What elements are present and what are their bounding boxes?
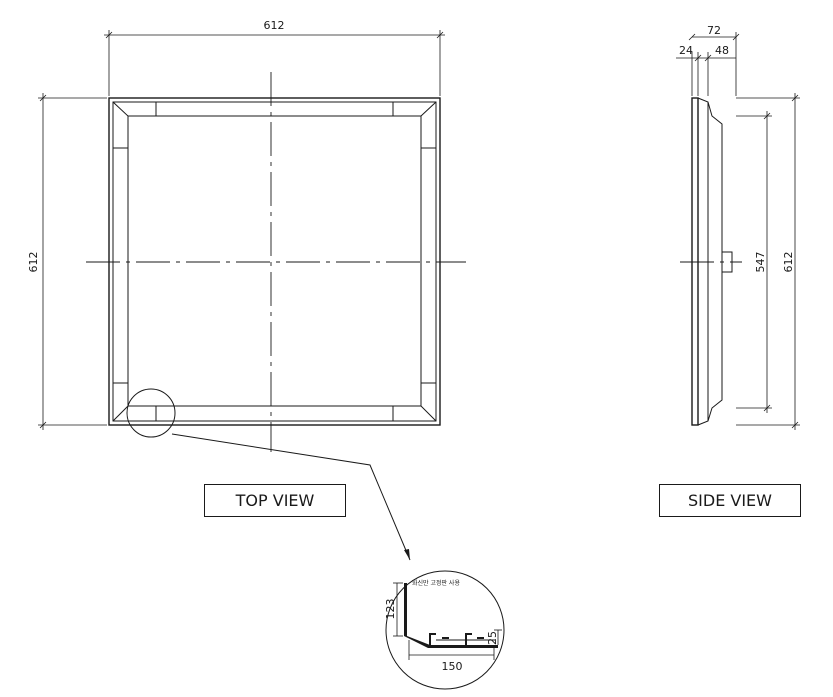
side-body-profile: [697, 97, 723, 426]
detail-height-label: 123: [384, 599, 397, 620]
side-total-depth-label: 72: [707, 24, 721, 37]
frame-outer-edge: [108, 97, 441, 426]
detail-tooth-2: [442, 637, 449, 639]
top-view-title: TOP VIEW: [204, 484, 346, 517]
side-body-label: 48: [715, 44, 729, 57]
detail-circle: [385, 570, 505, 690]
detail-lip-label: 25: [486, 631, 499, 645]
clip-tabs: [113, 102, 436, 421]
detail-tooth-1: [429, 633, 436, 635]
miter-bottom-left: [112, 405, 129, 422]
miter-bottom-right: [420, 405, 437, 422]
side-view-title: SIDE VIEW: [659, 484, 801, 517]
detail-note: 화신만 고정판 사용: [412, 579, 460, 587]
top-width-label: 612: [264, 19, 285, 32]
side-outer-height-dimension: [736, 93, 800, 430]
top-width-dimension: [104, 30, 445, 96]
frame-inner-opening: [127, 115, 422, 407]
detail-height-dimension: [393, 582, 403, 637]
detail-slope: [404, 636, 430, 648]
detail-width-label: 150: [442, 660, 463, 673]
side-inner-height-dimension: [736, 111, 772, 413]
side-flange-label: 24: [679, 44, 693, 57]
side-outer-height-label: 612: [782, 252, 795, 273]
miter-top-right: [420, 101, 437, 117]
side-flange: [691, 97, 699, 426]
detail-wall: [404, 583, 407, 636]
detail-width-dimension: [408, 640, 495, 660]
detail-view: 123 150 25 화신만 고정판 사용: [384, 570, 505, 690]
miter-top-left: [112, 101, 129, 117]
detail-tooth-4: [477, 637, 484, 639]
detail-leader-line: [171, 433, 411, 561]
side-inner-height-label: 547: [754, 252, 767, 273]
top-view: 612 612: [27, 19, 466, 561]
detail-callout-circle: [126, 388, 176, 438]
side-view: 72 24 48 547 612: [676, 24, 800, 430]
detail-tooth-3: [465, 633, 472, 635]
detail-lip-dimension: [494, 629, 502, 645]
detail-bottom: [428, 645, 498, 648]
frame-outer-bevel: [112, 101, 437, 422]
detail-leader-arrow: [404, 549, 410, 560]
left-height-dimension: [38, 93, 107, 430]
left-height-label: 612: [27, 252, 40, 273]
side-top-dimensions: [676, 32, 740, 96]
